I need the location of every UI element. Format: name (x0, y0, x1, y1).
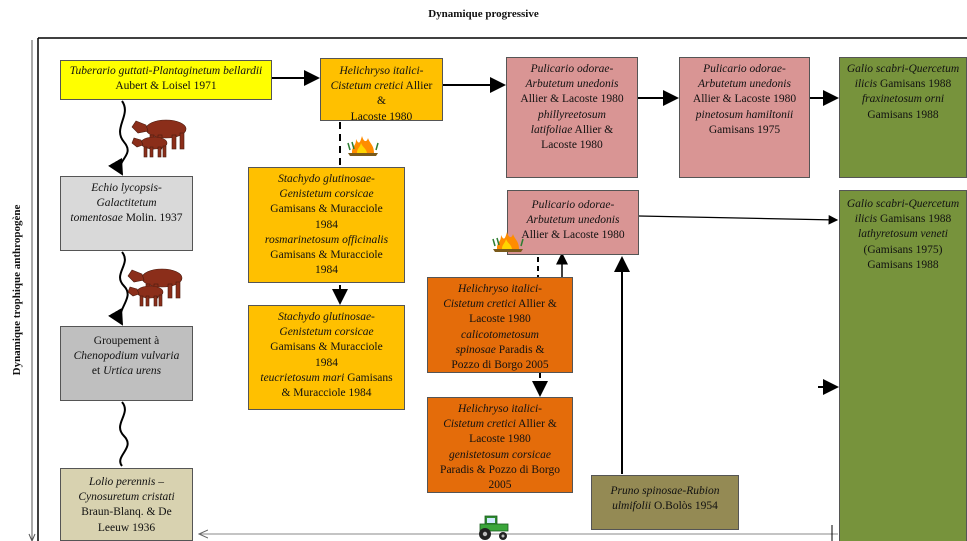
node-helichryso-2-l6: Pozzo di Borgo 2005 (451, 358, 549, 371)
node-helichryso-3-l3: Lacoste 1980 (469, 433, 531, 446)
node-galio-1-l3: fraxinetosum orni (861, 93, 945, 106)
node-galio-2-l4: (Gamisans 1975) (863, 243, 943, 256)
node-pruno-l1: Pruno spinosae-Rubion (610, 485, 720, 497)
node-lolio: Lolio perennis – Cynosuretum cristati Br… (60, 468, 193, 541)
node-stachydo-2: Stachydo glutinosae- Genistetum corsicae… (248, 305, 405, 410)
node-pulicario-1-l1: Pulicario odorae- (530, 63, 614, 75)
node-tuberario: Tuberario guttati-Plantaginetum bellardi… (60, 60, 272, 100)
node-pulicario-2-l1: Pulicario odorae- (703, 63, 786, 75)
node-pulicario-2-l5: Gamisans 1975 (708, 123, 781, 136)
node-pulicario-1-l5: latifoliae Allier & (530, 123, 614, 136)
node-helichryso-2: Helichryso italici- Cistetum cretici All… (427, 277, 573, 373)
cow-icon (131, 119, 187, 158)
node-galio-1-l1: Galio scabri-Quercetum (846, 63, 960, 75)
node-groupement-l2: Chenopodium vulvaria (73, 350, 180, 363)
node-pruno: Pruno spinosae-Rubion ulmifolii O.Bolòs … (591, 475, 739, 530)
node-galio-1-l4: Gamisans 1988 (867, 108, 939, 121)
node-helichryso-1-l2: Cistetum cretici Allier & (330, 80, 433, 108)
node-stachydo-1-l5: rosmarinetosum officinalis (264, 233, 389, 246)
tractor-icon (479, 515, 509, 540)
node-pulicario-1-l4: phillyreetosum (538, 108, 606, 121)
node-pulicario-3-l2: Arbutetum unedonis (526, 214, 620, 227)
node-tuberario-name: Tuberario guttati-Plantaginetum bellardi… (69, 65, 263, 77)
node-tuberario-author: Aubert & Loisel 1971 (115, 80, 217, 93)
node-galio-2-l3: lathyretosum veneti (858, 228, 948, 241)
axis-arrowhead (28, 533, 36, 541)
node-pulicario-1-l6: Lacoste 1980 (541, 138, 603, 151)
node-galio-2: Galio scabri-Quercetum ilicis Gamisans 1… (839, 190, 967, 541)
node-helichryso-2-l2: Cistetum cretici Allier & (443, 298, 557, 311)
node-helichryso-3-l4: genistetosum corsicae (449, 448, 551, 461)
node-stachydo-2-l2: Genistetum corsicae (279, 326, 374, 339)
node-stachydo-2-l4: 1984 (315, 356, 338, 369)
squiggle-groupement-lolio (119, 401, 129, 467)
node-galio-2-l1: Galio scabri-Quercetum (846, 198, 960, 210)
node-pulicario-1: Pulicario odorae- Arbutetum unedonis All… (506, 57, 638, 178)
node-helichryso-2-l3: Lacoste 1980 (469, 313, 531, 326)
node-galio-2-l5: Gamisans 1988 (867, 258, 939, 271)
node-helichryso-2-l1: Helichryso italici- (458, 283, 542, 295)
node-helichryso-3-l5: Paradis & Pozzo di Borgo (440, 463, 560, 476)
node-pulicario-2-l4: pinetosum hamiltonii (695, 108, 794, 121)
arrow-pulicario3-galio2 (638, 215, 839, 225)
node-echio-l2: Galactitetum (96, 197, 157, 210)
node-pulicario-2: Pulicario odorae- Arbutetum unedonis All… (679, 57, 810, 178)
node-stachydo-2-l1: Stachydo glutinosae- (278, 311, 375, 323)
node-galio-1-l2: ilicis Gamisans 1988 (854, 78, 952, 91)
node-stachydo-1-l1: Stachydo glutinosae- (278, 173, 375, 185)
fire-icon (492, 232, 524, 252)
node-pulicario-2-l2: Arbutetum unedonis (698, 78, 791, 91)
cow-icon (127, 268, 183, 307)
node-pulicario-1-l2: Arbutetum unedonis (525, 78, 619, 91)
node-groupement-l3: et Urtica urens (91, 365, 162, 378)
node-groupement-l1: Groupement à (93, 335, 160, 347)
squiggle-tuberario-echio (108, 100, 129, 176)
node-helichryso-3-l1: Helichryso italici- (458, 403, 542, 415)
node-galio-2-l2: ilicis Gamisans 1988 (854, 213, 952, 226)
node-helichryso-1: Helichryso italici- Cistetum cretici All… (320, 58, 443, 121)
node-pulicario-3-l3: Allier & Lacoste 1980 (521, 229, 625, 242)
node-pruno-l2: ulmifolii O.Bolòs 1954 (612, 500, 718, 513)
node-stachydo-2-l3: Gamisans & Muracciole (270, 341, 383, 354)
node-pulicario-3: Pulicario odorae- Arbutetum unedonis All… (507, 190, 639, 255)
fire-icon (347, 136, 379, 156)
node-stachydo-2-l6: & Muracciole 1984 (281, 386, 372, 399)
node-stachydo-1-l2: Genistetum corsicae (279, 188, 374, 201)
node-stachydo-1: Stachydo glutinosae- Genistetum corsicae… (248, 167, 405, 283)
node-lolio-l1: Lolio perennis – (89, 476, 164, 488)
node-stachydo-2-l5: teucrietosum mari Gamisans (260, 371, 393, 384)
diagram-title-progressive: Dynamique progressive (428, 8, 539, 20)
node-helichryso-3-l6: 2005 (488, 478, 512, 491)
node-lolio-l3: Braun-Blanq. & De (81, 506, 172, 519)
squiggle-echio-groupement (108, 251, 129, 326)
node-groupement: Groupement à Chenopodium vulvaria et Urt… (60, 326, 193, 401)
node-lolio-l2: Cynosuretum cristati (78, 491, 175, 504)
node-helichryso-2-l5: spinosae Paradis & (455, 343, 545, 356)
node-helichryso-3-l2: Cistetum cretici Allier & (443, 418, 557, 431)
node-galio-1: Galio scabri-Quercetum ilicis Gamisans 1… (839, 57, 967, 178)
node-pulicario-2-l3: Allier & Lacoste 1980 (692, 93, 797, 106)
node-helichryso-1-l1: Helichryso italici- (339, 65, 424, 77)
node-stachydo-1-l3: Gamisans & Muracciole (270, 203, 383, 216)
node-helichryso-2-l4: calicotometosum (461, 328, 539, 341)
node-echio-l3: tomentosae Molin. 1937 (70, 212, 183, 225)
node-echio: Echio lycopsis- Galactitetum tomentosae … (60, 176, 193, 251)
node-helichryso-1-l3: Lacoste 1980 (350, 110, 413, 121)
node-pulicario-1-l3: Allier & Lacoste 1980 (520, 93, 624, 106)
node-lolio-l4: Leeuw 1936 (97, 521, 156, 534)
node-helichryso-3: Helichryso italici- Cistetum cretici All… (427, 397, 573, 493)
node-pulicario-3-l1: Pulicario odorae- (531, 199, 615, 211)
node-stachydo-1-l6: Gamisans & Muracciole (270, 248, 383, 261)
node-stachydo-1-l7: 1984 (315, 264, 338, 277)
node-stachydo-1-l4: 1984 (315, 218, 338, 231)
node-echio-l1: Echio lycopsis- (91, 182, 162, 194)
